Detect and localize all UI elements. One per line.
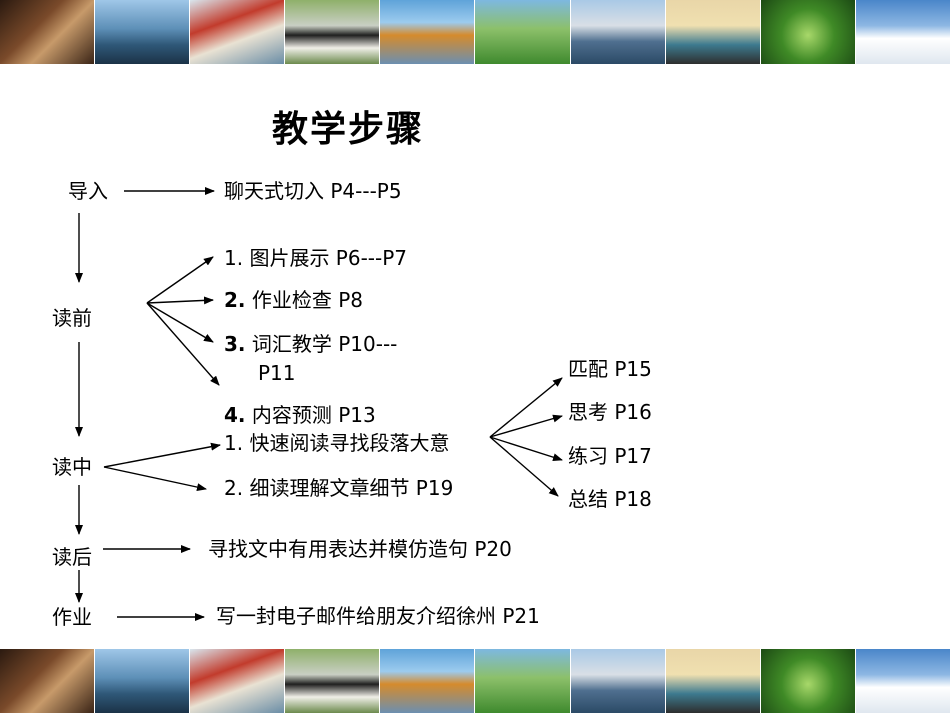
photo-golf-course (475, 0, 571, 64)
photo-whale-tail (95, 0, 191, 64)
pre-step-2-number: 2. (224, 288, 246, 312)
arrow-pre-step-4 (146, 302, 220, 386)
pre-step-4: 4. 内容预测 P13 (224, 405, 376, 425)
photo-snow-mountain (855, 649, 950, 713)
photo-city-skyline (570, 649, 666, 713)
substep-summary: 总结 P18 (568, 487, 652, 511)
pre-step-3-text: 词汇教学 P10--- (245, 332, 398, 356)
pre-step-4-text: 内容预测 P13 (245, 403, 376, 427)
photo-maori-greeting (0, 649, 96, 713)
stage-post-reading: 读后 (52, 545, 92, 569)
arrow-substep-practice (489, 436, 563, 462)
pre-step-1-text: 图片展示 P6---P7 (243, 246, 408, 270)
post-step: 寻找文中有用表达并模仿造句 P20 (208, 537, 512, 561)
arrow-substep-match (489, 377, 563, 438)
photo-beach (665, 0, 761, 64)
substep-think: 思考 P16 (568, 400, 652, 424)
pre-step-3: 3. 词汇教学 P10--- (224, 334, 397, 354)
pre-step-2-text: 作业检查 P8 (245, 288, 364, 312)
pre-step-3-continued: P11 (258, 361, 296, 385)
arrow-substep-summary (489, 436, 559, 497)
photo-jet-boat (190, 0, 286, 64)
bottom-photo-banner (0, 649, 950, 713)
substep-match: 匹配 P15 (568, 357, 652, 381)
photo-hot-air-balloon (380, 0, 476, 64)
homework-step: 写一封电子邮件给朋友介绍徐州 P21 (216, 604, 540, 628)
photo-fern (760, 649, 856, 713)
pre-step-4-number: 4. (224, 403, 246, 427)
arrow-pre-step-2 (146, 296, 214, 305)
photo-fern (760, 0, 856, 64)
arrow-substep-think (489, 414, 563, 438)
photo-snow-mountain (855, 0, 950, 64)
stage-homework: 作业 (52, 605, 92, 629)
pre-step-2: 2. 作业检查 P8 (224, 290, 363, 310)
photo-maori-greeting (0, 0, 96, 64)
pre-step-3-number: 3. (224, 332, 246, 356)
while-step-detailed-reading: 2. 细读理解文章细节 P19 (224, 476, 454, 500)
stage-while-reading: 读中 (52, 455, 92, 479)
arrow-while-step-2 (103, 466, 207, 492)
photo-golf-course (475, 649, 571, 713)
pre-step-1-number: 1. (224, 246, 244, 270)
while-step-fast-reading: 1. 快速阅读寻找段落大意 (224, 431, 450, 455)
top-photo-banner (0, 0, 950, 64)
stage-pre-reading: 读前 (52, 306, 92, 330)
photo-whale-tail (95, 649, 191, 713)
photo-penguin (285, 649, 381, 713)
photo-jet-boat (190, 649, 286, 713)
arrow-pre-step-1 (146, 256, 214, 304)
photo-beach (665, 649, 761, 713)
stage-intro: 导入 (68, 179, 108, 203)
arrow-pre-step-3 (146, 302, 214, 343)
substep-practice: 练习 P17 (568, 444, 652, 468)
intro-step: 聊天式切入 P4---P5 (224, 179, 402, 203)
photo-city-skyline (570, 0, 666, 64)
photo-penguin (285, 0, 381, 64)
page-title: 教学步骤 (272, 109, 425, 150)
photo-hot-air-balloon (380, 649, 476, 713)
arrow-while-step-1 (103, 442, 221, 468)
pre-step-1: 1. 图片展示 P6---P7 (224, 248, 407, 268)
